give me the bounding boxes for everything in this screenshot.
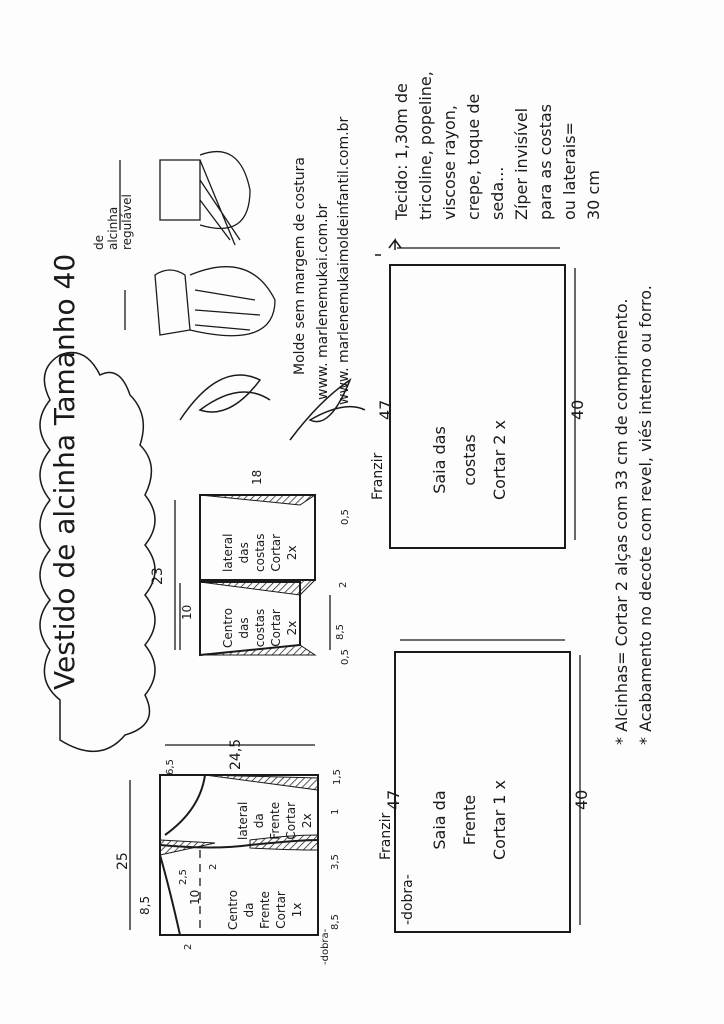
fabric-note-line: tricoline, popeline, [416, 71, 435, 220]
dim: 2 [338, 581, 349, 588]
dim: 1 [330, 808, 341, 815]
page-title: Vestido de alcinha Tamanho 40 [48, 253, 81, 690]
label-line: 2x [285, 620, 299, 636]
skirt-front-height: 40 [572, 789, 591, 810]
front-bodice-pieces [129, 744, 319, 936]
label-line: das [237, 617, 251, 639]
label-line: costas [253, 533, 267, 572]
pattern-note: Molde sem margem de costura [292, 157, 308, 375]
dim: 2,5 [178, 869, 189, 885]
front-side-label: lateral da Frente Cortar 2x [235, 802, 315, 840]
fabric-note-line: crepe, toque de [464, 93, 483, 220]
label-line: Cortar 2 x [490, 419, 509, 500]
skirt-back-width: 47 [376, 399, 395, 420]
signature [179, 374, 366, 441]
dim: 24,5 [228, 738, 244, 770]
website-link: www. marlenemukai.com.br [315, 203, 331, 400]
fabric-note-line: Zíper invisível [512, 107, 531, 220]
skirt-back-piece [389, 264, 566, 549]
sketch-label-line: regulável [120, 194, 134, 250]
label-line: 2x [285, 545, 299, 561]
label-line: Frente [268, 801, 282, 840]
fabric-note-line: para as costas [536, 104, 555, 220]
label-line: 1x [290, 902, 304, 918]
label-line: 2x [300, 813, 314, 829]
label-line: Frente [258, 891, 272, 929]
dim: 10 [188, 889, 202, 905]
dim: 0,5 [340, 649, 351, 665]
skirt-back-label: Saia das costas Cortar 2 x [425, 420, 515, 500]
dress-sketches [119, 150, 276, 337]
label-line: lateral [236, 801, 250, 840]
label-line: Cortar 1 x [490, 779, 509, 860]
dim: 8,5 [335, 624, 346, 640]
sketch-label: de alcinha regulável [92, 194, 134, 250]
label-line: Centro [226, 889, 240, 930]
note-straps: * Alcinhas= Cortar 2 alças com 33 cm de … [612, 298, 631, 746]
label-line: Centro [221, 607, 235, 648]
skirt-front-gather: Franzir [378, 812, 394, 860]
dim: 0,5 [340, 509, 351, 525]
label-line: Cortar [284, 801, 298, 840]
dim: 6,5 [165, 759, 176, 775]
dim: 1,5 [332, 769, 343, 785]
label-line: costas [253, 608, 267, 648]
skirt-front-label: Saia da Frente Cortar 1 x [425, 780, 515, 860]
fabric-note-line: ou laterais= [560, 122, 579, 220]
label-line: das [237, 542, 251, 564]
label-line: Cortar [269, 533, 283, 572]
dim: 3,5 [330, 854, 341, 870]
dim: 23 [150, 567, 166, 585]
sketch-label-line: alcinha [106, 206, 120, 250]
skirt-front-piece [394, 651, 571, 933]
back-side-label: lateral das costas Cortar 2x [220, 533, 300, 572]
skirt-front-width: 47 [384, 789, 403, 810]
label-line: da [242, 902, 256, 918]
fabric-note-line: seda... [488, 166, 507, 220]
front-center-label: Centro da Frente Cortar 1x [225, 890, 305, 930]
sketch-label-line: de [92, 235, 106, 250]
back-center-label: Centro das costas Cortar 2x [220, 608, 300, 648]
dim: 2 [183, 943, 194, 950]
front-fold-label: -dobra- [320, 928, 331, 965]
label-line: costas [460, 434, 479, 486]
dim: 10 [180, 604, 194, 620]
dim: 18 [250, 469, 264, 485]
note-finishing: * Acabamento no decote com revel, viés i… [636, 285, 655, 745]
dim: 2 [208, 863, 219, 870]
label-line: Saia da [430, 790, 449, 850]
label-line: lateral [221, 533, 235, 572]
dim: 25 [115, 852, 131, 870]
fabric-notes: Tecido: 1,30m de tricoline, popeline, vi… [390, 71, 606, 220]
website-link: www. marlenemukaimoldeinfantil.com.br [336, 116, 352, 405]
back-bodice-pieces [174, 494, 331, 657]
skirt-front-fold: -dobra- [400, 874, 416, 925]
fabric-note-line: 30 cm [584, 170, 603, 220]
label-line: Cortar [269, 609, 283, 647]
skirt-back-height: 40 [568, 399, 587, 420]
label-line: Saia das [430, 426, 449, 494]
label-line: Cortar [274, 891, 288, 929]
dim: 8,5 [330, 914, 341, 930]
skirt-back-gather: Franzir [370, 452, 386, 500]
dim: 8,5 [138, 895, 152, 915]
fabric-note-line: viscose rayon, [440, 105, 459, 220]
label-line: da [252, 813, 266, 829]
label-line: Frente [460, 794, 479, 846]
fabric-note-line: Tecido: 1,30m de [392, 83, 411, 220]
title-cloud [39, 351, 156, 753]
